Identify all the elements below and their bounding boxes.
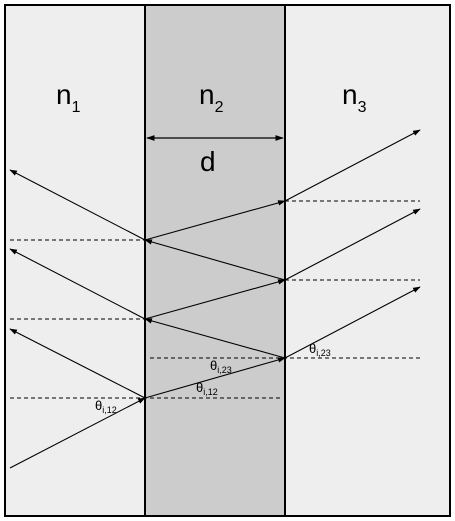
outer-border: [4, 4, 451, 517]
rays: [9, 129, 421, 469]
reflected-ray-1: [9, 328, 146, 399]
angle-label-transmitted-23: θi,23: [309, 341, 331, 358]
layer-label-n2: n2: [199, 79, 224, 116]
angle-label-internal-12: θi,12: [196, 380, 218, 397]
incident-ray: [9, 397, 146, 469]
reflected-ray-2: [9, 248, 146, 320]
layer-n1: [5, 5, 145, 516]
transmitted-ray-2: [284, 208, 421, 281]
layer-label-n1: n1: [56, 79, 81, 116]
transmitted-ray-1: [284, 286, 421, 359]
thickness-label: d: [200, 146, 216, 177]
reflected-ray-3: [9, 169, 146, 241]
layer-label-n3: n3: [342, 79, 367, 116]
refracted-ray-2: [144, 279, 286, 320]
transmitted-ray-3: [284, 129, 421, 202]
internal-reflection-1: [144, 318, 286, 359]
layer-n3: [285, 5, 450, 516]
internal-reflection-2: [144, 239, 286, 281]
angle-label-internal-23: θi,23: [210, 358, 232, 375]
angle-label-incident-12: θi,12: [95, 398, 117, 415]
refracted-ray-3: [144, 200, 286, 241]
refracted-ray-1: [144, 357, 286, 399]
